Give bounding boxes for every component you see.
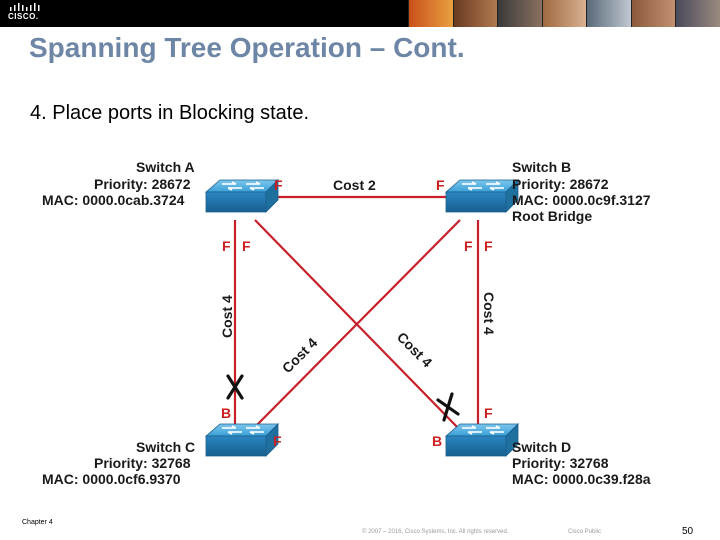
cost-a-b: Cost 2 xyxy=(333,177,376,193)
port-b-to-d: F xyxy=(484,238,493,254)
switch-d-mac: MAC: 0000.0c39.f28a xyxy=(512,471,651,487)
page-number: 50 xyxy=(682,526,694,537)
switch-c-icon xyxy=(205,423,279,457)
port-labels: F F F F F F B F B F xyxy=(221,177,493,449)
photo-strip xyxy=(408,0,720,27)
blocked-marks xyxy=(226,374,460,422)
cost-b-d: Cost 4 xyxy=(481,292,497,335)
port-a-to-d: F xyxy=(242,238,251,254)
photo-6 xyxy=(630,0,676,27)
photo-7 xyxy=(675,0,720,27)
port-c-to-d: F xyxy=(273,433,282,449)
footer-classification: Cisco Public xyxy=(568,529,602,535)
switch-a-name: Switch A xyxy=(136,159,195,175)
switch-b-mac: MAC: 0000.0c9f.3127 xyxy=(512,192,651,208)
photo-4 xyxy=(541,0,587,27)
switch-a-icon xyxy=(205,179,279,213)
photo-3 xyxy=(497,0,542,27)
switch-a-label: Switch A Priority: 28672 MAC: 0000.0cab.… xyxy=(42,159,195,208)
switch-b-role: Root Bridge xyxy=(512,208,592,224)
links xyxy=(233,195,480,433)
switch-b-icon xyxy=(445,179,519,213)
port-b-to-a: F xyxy=(436,177,445,193)
switch-c-priority: Priority: 32768 xyxy=(94,455,191,471)
cost-a-c: Cost 4 xyxy=(219,295,235,338)
switch-a-priority: Priority: 28672 xyxy=(94,176,191,192)
port-a-to-c: F xyxy=(222,238,231,254)
switch-b-label: Switch B Priority: 28672 MAC: 0000.0c9f.… xyxy=(512,159,651,224)
cost-b-c: Cost 4 xyxy=(279,334,321,376)
port-b-to-c: F xyxy=(464,238,473,254)
switch-c-mac: MAC: 0000.0cf6.9370 xyxy=(42,471,181,487)
switch-c-label: Switch C Priority: 32768 MAC: 0000.0cf6.… xyxy=(42,439,195,487)
port-a-to-b: F xyxy=(274,177,283,193)
footer-copyright: © 2007 – 2016, Cisco Systems, Inc. All r… xyxy=(362,529,509,535)
switch-a-mac: MAC: 0000.0cab.3724 xyxy=(42,192,185,208)
switch-d-label: Switch D Priority: 32768 MAC: 0000.0c39.… xyxy=(512,439,651,487)
port-d-to-b: F xyxy=(484,405,493,421)
top-banner: CISCO. xyxy=(0,0,720,27)
cost-a-d: Cost 4 xyxy=(394,329,436,371)
switch-d-priority: Priority: 32768 xyxy=(512,455,609,471)
footer-chapter: Chapter 4 xyxy=(22,519,53,526)
switch-d-name: Switch D xyxy=(512,439,571,455)
step-text: 4. Place ports in Blocking state. xyxy=(30,102,310,124)
stp-topology-diagram: Switch A Priority: 28672 MAC: 0000.0cab.… xyxy=(42,159,651,487)
switch-b-priority: Priority: 28672 xyxy=(512,176,609,192)
link-b-c xyxy=(249,219,461,433)
photo-2 xyxy=(452,0,498,27)
port-d-to-a: B xyxy=(432,433,442,449)
blocked-mark-d-icon xyxy=(436,392,460,422)
link-a-d xyxy=(254,219,463,433)
blocked-mark-c-icon xyxy=(226,374,244,400)
logo-text: CISCO. xyxy=(8,12,39,21)
switch-d-icon xyxy=(445,423,519,457)
switch-b-name: Switch B xyxy=(512,159,571,175)
photo-5 xyxy=(586,0,631,27)
cisco-logo-icon xyxy=(10,3,40,11)
slide-title: Spanning Tree Operation – Cont. xyxy=(29,32,465,63)
switch-c-name: Switch C xyxy=(136,439,195,455)
photo-1 xyxy=(408,0,453,27)
port-c-to-a: B xyxy=(221,405,231,421)
